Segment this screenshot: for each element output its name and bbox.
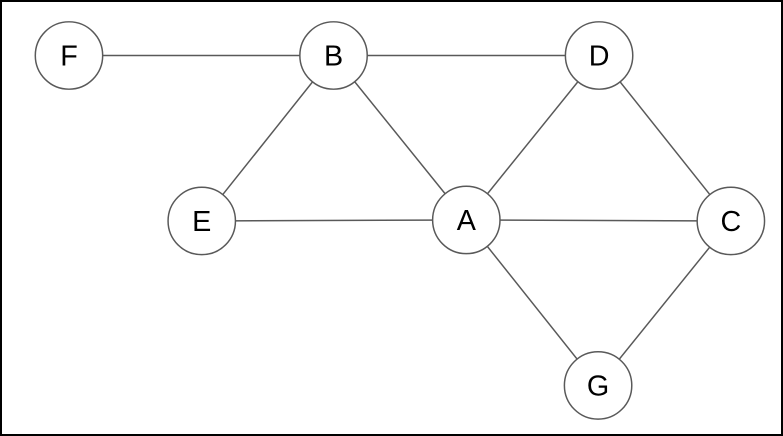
- graph-node-D[interactable]: D: [564, 21, 634, 90]
- graph-node-F[interactable]: F: [34, 21, 104, 90]
- graph-node-A[interactable]: A: [431, 185, 501, 255]
- node-circle-F[interactable]: [34, 21, 104, 90]
- node-circle-A[interactable]: [431, 185, 501, 255]
- node-label-A: A: [457, 205, 477, 237]
- graph-edge-B-E: [201, 55, 335, 222]
- graph-edge-D-A: [465, 55, 600, 221]
- node-label-F: F: [60, 41, 78, 73]
- node-circle-D[interactable]: [564, 21, 634, 90]
- node-circle-B[interactable]: [299, 21, 368, 90]
- node-circle-E[interactable]: [167, 186, 237, 256]
- node-circle-G[interactable]: [563, 351, 633, 420]
- graph-node-B[interactable]: B: [299, 21, 368, 90]
- graph-edge-A-G: [465, 219, 599, 386]
- graph-node-G[interactable]: G: [563, 351, 633, 420]
- node-label-G: G: [587, 371, 609, 403]
- node-label-C: C: [720, 206, 741, 238]
- graph-edge-B-A: [332, 55, 467, 221]
- node-label-E: E: [192, 206, 211, 238]
- graph-edge-C-G: [597, 220, 732, 386]
- graph-edge-D-C: [598, 55, 732, 222]
- graph-node-E[interactable]: E: [167, 186, 237, 256]
- node-label-B: B: [324, 41, 343, 73]
- node-label-D: D: [589, 41, 610, 73]
- node-circle-C[interactable]: [696, 186, 766, 256]
- graph-node-C[interactable]: C: [696, 186, 766, 256]
- graph-edge-E-A: [201, 219, 467, 222]
- graph-edge-A-C: [466, 219, 731, 222]
